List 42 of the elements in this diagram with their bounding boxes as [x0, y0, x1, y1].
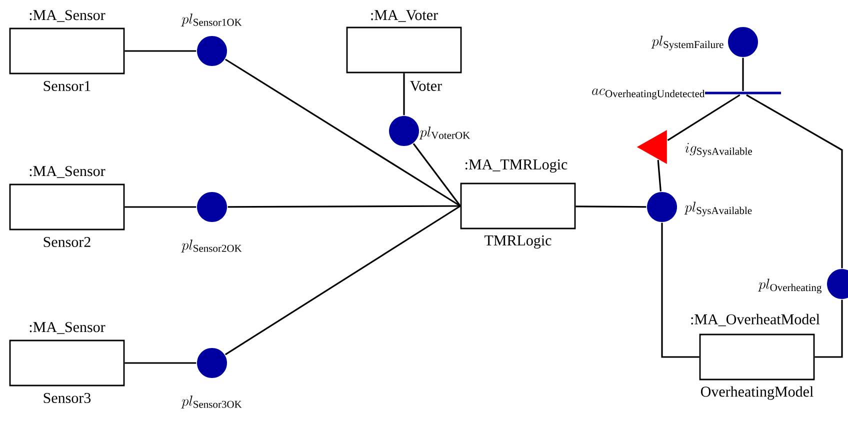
connector-line — [667, 94, 740, 141]
connector-line — [124, 362, 196, 364]
connector-line — [224, 58, 461, 207]
component-box — [9, 166, 125, 248]
place-label: $pl_{\mathrm{Sensor2OK}}$ — [181, 240, 242, 252]
place-label: $ig_{\mathrm{SysAvailable}}$ — [685, 142, 752, 157]
connector-line — [403, 73, 405, 116]
place-label: $pl_{\mathrm{Sensor1OK}}$ — [181, 14, 242, 26]
connector-line — [412, 143, 461, 206]
connector-line — [124, 50, 196, 52]
type-label: :MA_Sensor — [30, 166, 106, 178]
instance-label: Voter — [410, 80, 442, 92]
place-label: $pl_{\mathrm{Overheating}}$ — [758, 278, 822, 294]
connector-line — [746, 94, 843, 268]
instance-label: Sensor2 — [44, 236, 90, 248]
instance-label: Sensor1 — [44, 80, 90, 92]
component-box — [346, 10, 462, 92]
component-box — [9, 10, 125, 92]
type-label: :MA_OverheatModel — [691, 314, 820, 326]
connector-line — [742, 58, 744, 91]
type-label: :MA_Sensor — [30, 10, 106, 22]
connector-line — [228, 205, 460, 208]
type-label: :MA_Sensor — [30, 322, 106, 334]
component-box — [691, 314, 820, 400]
place-label: $pl_{\mathrm{SysAvailable}}$ — [684, 202, 752, 216]
type-label: :MA_TMRLogic — [466, 159, 568, 173]
connector-line — [814, 300, 843, 358]
place-label: $ac_{\mathrm{OverheatingUndetected}}$ — [592, 88, 705, 100]
place-label: $pl_{\mathrm{Sensor3OK}}$ — [181, 396, 242, 408]
instance-label: TMRLogic — [484, 235, 552, 249]
instance-label: Sensor3 — [44, 392, 91, 404]
connector-line — [224, 205, 461, 356]
component-box — [460, 159, 576, 249]
component-box — [9, 322, 125, 404]
place-label: $pl_{\mathrm{VoterOK}}$ — [419, 126, 470, 140]
connector-line — [124, 206, 196, 208]
connector-line — [576, 206, 646, 208]
instance-label: OverheatingModel — [700, 386, 814, 400]
type-label: :MA_Voter — [371, 10, 438, 22]
connector-line — [657, 160, 662, 192]
place-label: $pl_{\mathrm{SystemFailure}}$ — [651, 36, 724, 50]
connector-line — [661, 222, 700, 358]
